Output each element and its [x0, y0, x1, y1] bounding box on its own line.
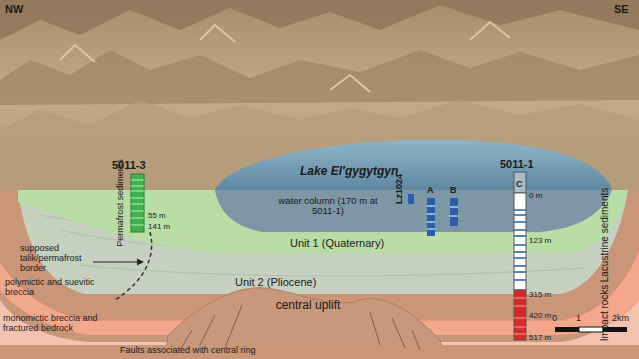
unit-1 [18, 190, 628, 253]
layer-label: monomictic breccia and fractured bedrock [3, 314, 107, 334]
core-5011-1-sediment [514, 193, 526, 290]
core-5011-1-impact [514, 290, 526, 340]
layer-label: Unit 1 (Quaternary) [290, 237, 384, 249]
scale-label: 0 [552, 314, 557, 324]
scale-label: 2km [612, 314, 629, 324]
core-name: 5011-1 [500, 158, 534, 170]
depth-label: 517 m [529, 334, 551, 343]
annotation: supposed talik/permafrost border [20, 244, 92, 274]
scale-bar [555, 327, 579, 332]
layer-label: polymictic and suevitic breccia [5, 278, 115, 298]
core-name: Lz1024 [395, 174, 405, 204]
depth-label: 0 m [529, 192, 542, 201]
depth-label: 315 m [529, 291, 551, 300]
structure-label: central uplift [266, 299, 350, 312]
core-stripes [514, 210, 526, 280]
bedrock [0, 190, 639, 359]
layer-label: Unit 2 (Pliocene) [235, 276, 316, 288]
core-name: C [516, 180, 523, 190]
scale-label: 1 [576, 314, 581, 324]
core-stripes [450, 207, 458, 216]
depth-label: 420 m [529, 312, 551, 321]
depth-label: 55 m [148, 212, 166, 221]
core-5011-1-water [514, 172, 526, 193]
unit-2 [18, 190, 628, 294]
core-stripes [427, 206, 435, 229]
core-5011-3 [131, 174, 144, 232]
depth-label: 141 m [148, 223, 170, 232]
core-name: A [427, 186, 434, 196]
direction-label: SE [614, 3, 629, 15]
section-label: Lacustrine sediments [599, 188, 610, 283]
core-b [450, 198, 458, 226]
ridge-highlight [60, 22, 510, 92]
core-lz1024 [408, 194, 414, 204]
arrowhead [137, 259, 144, 266]
annotation: Faults associated with central ring [120, 346, 256, 356]
layer-label: water column (170 m at 5011-1) [266, 196, 390, 217]
section-label: Impact rocks [599, 285, 610, 342]
water-column [215, 190, 612, 232]
depth-label: 123 m [529, 237, 551, 246]
direction-label: NW [5, 3, 23, 15]
lake-name: Lake El'gygytgyn [300, 165, 398, 178]
terrain [0, 0, 639, 192]
ridge [0, 50, 639, 105]
leader-line [93, 262, 140, 263]
core-name: B [450, 186, 457, 196]
core-stripes [131, 180, 144, 225]
core-stripes [514, 298, 526, 334]
ridge [0, 0, 639, 40]
bedrock [0, 345, 639, 359]
ridge [0, 100, 639, 192]
core-description: Permafrost sediments [116, 159, 126, 247]
lake-surface [215, 140, 612, 190]
core-a [427, 198, 435, 236]
